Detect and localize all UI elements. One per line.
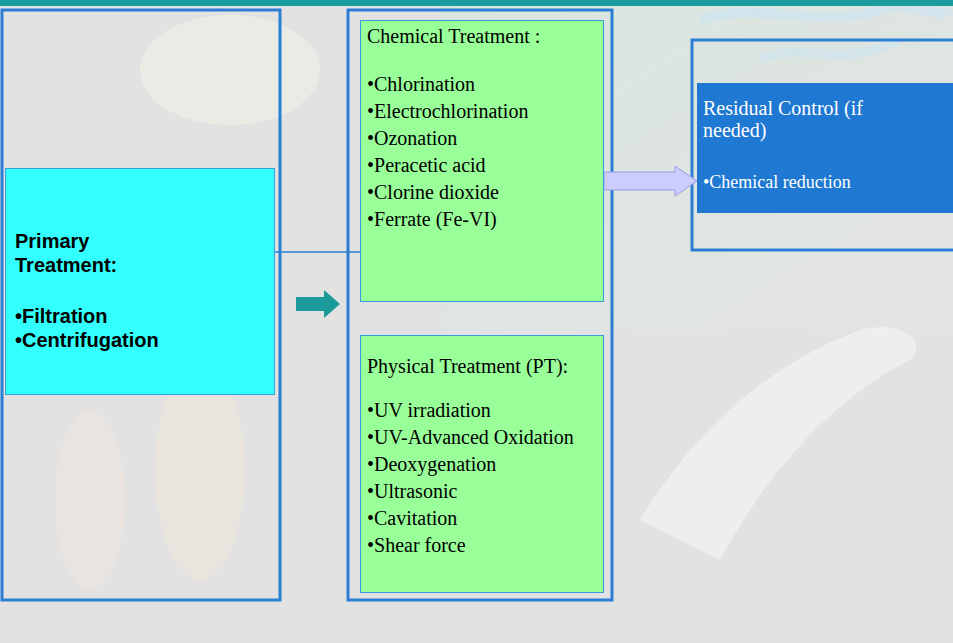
- organism-shape: [640, 327, 916, 560]
- connector: [275, 252, 360, 318]
- block-arrow: [604, 166, 697, 196]
- list-item: •Shear force: [367, 532, 597, 559]
- primary-treatment-box: Primary Treatment: •Filtration•Centrifuga…: [5, 168, 275, 395]
- box-heading: Physical Treatment (PT):: [367, 353, 597, 380]
- chemical-treatment-box: Chemical Treatment : •Chlorination•Electr…: [360, 20, 604, 302]
- list-item: •Ultrasonic: [367, 478, 597, 505]
- box-heading: Primary Treatment:: [15, 229, 165, 277]
- list-item: •UV irradiation: [367, 397, 597, 424]
- organism-shape: [55, 410, 125, 590]
- header-bar: [0, 0, 953, 6]
- list-item: •Electrochlorination: [367, 98, 597, 125]
- group-frame: [348, 10, 612, 600]
- list-item: •Chlorination: [367, 71, 597, 98]
- connector-line: [275, 251, 360, 253]
- list-item: •Peracetic acid: [367, 152, 597, 179]
- list-item: •Ferrate (Fe-VI): [367, 206, 597, 233]
- box-heading: Chemical Treatment :: [367, 23, 597, 50]
- list-item: •Clorine dioxide: [367, 179, 597, 206]
- list-item: •Chemical reduction: [703, 171, 951, 193]
- group-frame: [2, 10, 280, 600]
- list-item: •Centrifugation: [15, 328, 266, 352]
- box-heading: Residual Control (if needed): [703, 97, 863, 141]
- residual-control-box: Residual Control (if needed) •Chemical re…: [697, 83, 953, 213]
- list-item: •Ozonation: [367, 125, 597, 152]
- group-frame: [692, 40, 953, 250]
- connector: [604, 166, 697, 196]
- list-item: •UV-Advanced Oxidation: [367, 424, 597, 451]
- organism-shape: [140, 15, 320, 125]
- list-item: •Cavitation: [367, 505, 597, 532]
- organism-shape: [760, 40, 900, 60]
- list-item: •Filtration: [15, 304, 266, 328]
- organism-shape: [700, 7, 950, 20]
- list-item: •Deoxygenation: [367, 451, 597, 478]
- block-arrow: [296, 290, 340, 318]
- physical-treatment-box: Physical Treatment (PT):•UV irradiation•…: [360, 335, 604, 593]
